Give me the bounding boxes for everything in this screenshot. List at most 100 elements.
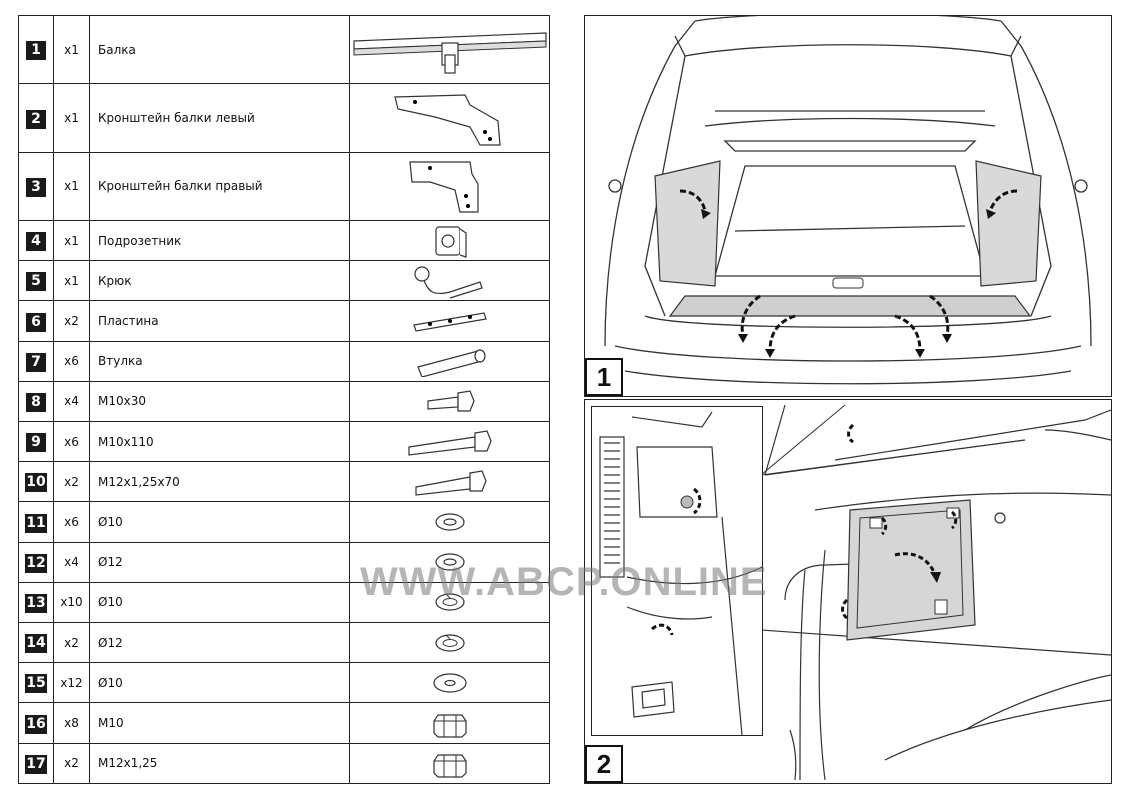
parts-row: 16 x8 M10 [18,702,550,744]
part-number-badge: 5 [26,272,46,292]
parts-row: 2 x1 Кронштейн балки левый [18,83,550,153]
part-image-cell [349,662,550,704]
part-number-badge: 2 [26,109,46,129]
parts-row: 15 x12 Ø10 [18,662,550,704]
part-number-cell: 14 [18,622,54,664]
part-name: Ø12 [89,541,350,583]
plate-icon [350,309,549,333]
side-trim-illustration [760,404,1111,781]
part-number-cell: 2 [18,83,54,153]
parts-row: 5 x1 Крюк [18,260,550,302]
part-quantity: x1 [53,151,90,222]
part-image-cell [349,300,550,342]
nut-icon [350,747,549,779]
figure-2-inset-detail [591,406,763,736]
part-name: Кронштейн балки правый [89,151,350,222]
right-bracket-icon [350,154,549,218]
part-name: Ø10 [89,501,350,543]
part-number-badge: 3 [26,177,46,197]
parts-row: 7 x6 Втулка [18,340,550,382]
part-name: M10 [89,702,350,744]
parts-row: 1 x1 Балка [18,14,550,85]
part-number-cell: 11 [18,501,54,543]
part-name: M10x110 [89,421,350,463]
trunk-opening-illustration [604,16,1092,385]
part-number-cell: 7 [18,340,54,382]
part-number-cell: 4 [18,220,54,262]
part-image-cell [349,581,550,624]
bolt-medium-icon [350,467,549,497]
part-image-cell [349,14,550,85]
parts-row: 10 x2 M12x1,25x70 [18,461,550,503]
parts-row: 13 x10 Ø10 [18,581,550,624]
part-number-cell: 6 [18,300,54,342]
beam-icon [350,25,549,75]
part-image-cell [349,340,550,382]
part-quantity: x2 [53,461,90,503]
part-quantity: x6 [53,501,90,543]
part-number-cell: 12 [18,541,54,583]
flat-washer-icon [350,508,549,536]
part-number-cell: 15 [18,662,54,704]
part-image-cell [349,220,550,262]
part-quantity: x2 [53,300,90,342]
part-number-badge: 10 [25,473,47,493]
figure-1-label: 1 [585,358,623,396]
inset-trim-illustration [599,411,762,735]
part-number-badge: 9 [26,433,46,453]
part-number-cell: 3 [18,151,54,222]
part-number-badge: 16 [25,714,47,734]
part-number-cell: 17 [18,742,54,785]
part-number-badge: 1 [26,41,46,61]
part-name: M12x1,25 [89,742,350,785]
spring-washer-icon [350,629,549,657]
part-quantity: x8 [53,702,90,744]
part-image-cell [349,421,550,463]
large-washer-icon [350,669,549,697]
part-number-cell: 1 [18,14,54,85]
part-image-cell [349,260,550,302]
part-number-badge: 12 [25,553,47,573]
figure-2-label: 2 [585,745,623,783]
part-image-cell [349,380,550,423]
flat-washer-icon [350,548,549,576]
parts-row: 8 x4 M10x30 [18,380,550,423]
part-number-badge: 15 [25,674,47,694]
part-number-cell: 9 [18,421,54,463]
part-quantity: x2 [53,622,90,664]
part-number-badge: 13 [25,593,47,613]
part-quantity: x1 [53,220,90,262]
part-number-badge: 17 [25,754,47,774]
spring-washer-icon [350,588,549,616]
part-image-cell [349,501,550,543]
part-quantity: x4 [53,541,90,583]
parts-row: 17 x2 M12x1,25 [18,742,550,785]
part-image-cell [349,702,550,744]
parts-list-table: 1 x1 Балка 2 x1 Кронштейн балки левый 3 … [18,14,550,785]
part-name: Пластина [89,300,350,342]
part-name: M12x1,25x70 [89,461,350,503]
parts-row: 6 x2 Пластина [18,300,550,342]
part-name: Ø12 [89,622,350,664]
part-name: Ø10 [89,581,350,624]
nut-icon [350,707,549,739]
part-name: Ø10 [89,662,350,704]
part-quantity: x1 [53,260,90,302]
part-number-cell: 16 [18,702,54,744]
bolt-short-icon [350,387,549,415]
parts-row: 4 x1 Подрозетник [18,220,550,262]
part-number-badge: 4 [26,232,46,252]
left-bracket-icon [350,87,549,149]
part-image-cell [349,83,550,153]
parts-row: 3 x1 Кронштейн балки правый [18,151,550,222]
part-number-cell: 10 [18,461,54,503]
part-name: Крюк [89,260,350,302]
part-name: Подрозетник [89,220,350,262]
tow-hook-icon [350,262,549,300]
parts-row: 11 x6 Ø10 [18,501,550,543]
sleeve-icon [350,345,549,378]
bolt-long-icon [350,427,549,457]
part-name: M10x30 [89,380,350,423]
part-number-badge: 6 [26,312,46,332]
part-number-badge: 14 [25,634,47,654]
